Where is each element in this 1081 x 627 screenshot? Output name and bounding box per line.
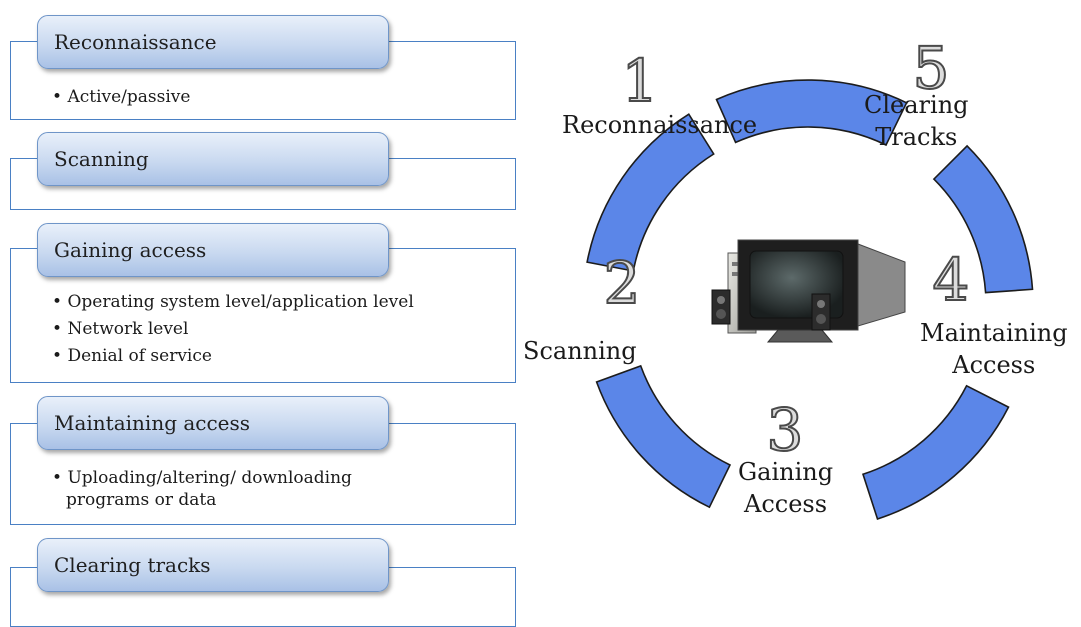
step-number-3: 3 — [767, 396, 804, 464]
step-number-5: 5 — [913, 34, 950, 102]
computer-icon — [711, 239, 906, 343]
cycle-label-clearing-tracks: Clearing Tracks — [864, 91, 969, 151]
phase-title-scanning: Scanning — [37, 132, 389, 186]
cycle-diagram: 1 2 3 4 5 — [586, 33, 1034, 521]
cycle-arc-bottom-left — [595, 364, 732, 509]
cycle-arc-left — [586, 113, 715, 272]
phase-title-maintaining-access: Maintaining access — [37, 396, 389, 450]
step-number-2: 2 — [604, 249, 641, 317]
cycle-label-reconnaissance: Reconnaissance — [562, 111, 758, 139]
step-number-4: 4 — [933, 246, 970, 314]
bullet-item: • Denial of service — [52, 346, 212, 366]
phase-title-gaining-access: Gaining access — [37, 223, 389, 277]
cycle-arc-right — [932, 144, 1034, 294]
cycle-label-scanning: Scanning — [523, 337, 637, 365]
cycle-arc-bottom-right — [861, 384, 1010, 521]
cycle-arc-top — [715, 79, 908, 147]
phase-title-reconnaissance: Reconnaissance — [37, 15, 389, 69]
phase-bullets-maintaining-access: • Uploading/altering/ downloading progra… — [52, 465, 352, 514]
step-number-1: 1 — [622, 47, 659, 115]
phase-bullets-gaining-access: • Operating system level/application lev… — [52, 289, 414, 370]
phase-bullets-reconnaissance: • Active/passive — [52, 84, 190, 111]
bullet-item: • Active/passive — [52, 87, 191, 107]
bullet-continuation: programs or data — [66, 490, 217, 510]
bullet-item: • Network level — [52, 319, 189, 339]
cycle-label-gaining-access: Gaining Access — [738, 458, 834, 518]
phase-title-clearing-tracks: Clearing tracks — [37, 538, 389, 592]
cycle-label-maintaining-access: Maintaining Access — [920, 319, 1068, 379]
bullet-item: • Operating system level/application lev… — [52, 292, 414, 312]
bullet-item: • Uploading/altering/ downloading — [52, 468, 352, 488]
